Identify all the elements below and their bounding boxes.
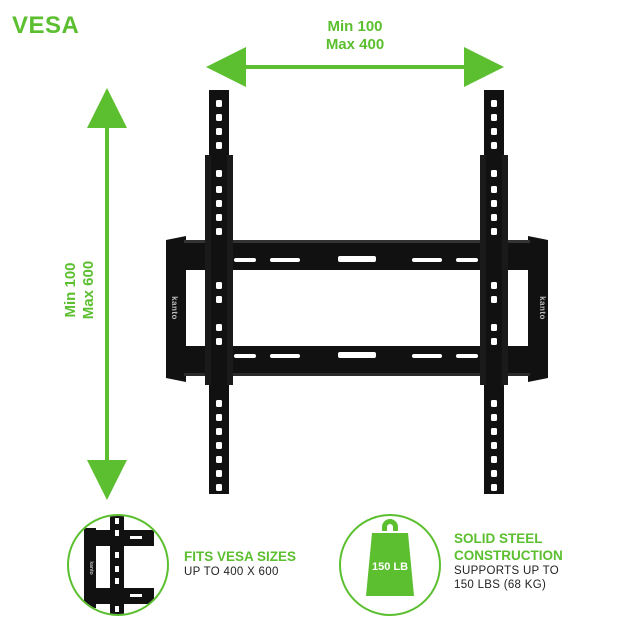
arm-hole	[216, 400, 222, 407]
feature-steel-construction: SOLID STEEL CONSTRUCTION SUPPORTS UP TO …	[454, 530, 563, 592]
arm-hole	[491, 484, 497, 491]
arm-hole	[216, 100, 222, 107]
arm-hole	[491, 200, 497, 207]
weight-badge-label: 150 LB	[372, 561, 408, 573]
arm-hole	[491, 170, 497, 177]
arm-hole	[491, 214, 497, 221]
arm-hole	[216, 200, 222, 207]
arm-hole	[491, 414, 497, 421]
arm-hole	[216, 428, 222, 435]
wall-plate-left-cap	[166, 236, 186, 382]
brand-logo-left: kanto	[170, 296, 179, 320]
arm-hole	[491, 324, 497, 331]
arm-hole	[216, 470, 222, 477]
feature-steel-subtitle-line1: SUPPORTS UP TO	[454, 565, 559, 577]
arm-hole	[216, 142, 222, 149]
wall-plate-right-cap	[528, 236, 548, 382]
arm-hole	[216, 442, 222, 449]
arm-hole	[491, 228, 497, 235]
arm-hole	[216, 484, 222, 491]
arm-hole	[491, 338, 497, 345]
feature-steel-title-line2: CONSTRUCTION	[454, 548, 563, 563]
weight-icon	[366, 519, 414, 596]
arm-hole	[491, 470, 497, 477]
feature-steel-title-line1: SOLID STEEL	[454, 531, 543, 546]
arm-hole	[216, 296, 222, 303]
left-mounting-arm	[205, 90, 233, 494]
wall-plate-top-rail	[184, 240, 530, 270]
arm-holes	[216, 100, 497, 491]
arm-hole	[491, 456, 497, 463]
arm-hole	[216, 170, 222, 177]
feature-vesa-sizes: FITS VESA SIZES UP TO 400 X 600	[184, 548, 296, 579]
closeup-brand-logo: kanto	[88, 561, 94, 574]
arm-hole	[491, 282, 497, 289]
arm-hole	[491, 114, 497, 121]
arm-hole	[216, 456, 222, 463]
right-mounting-arm	[480, 90, 508, 494]
arm-hole	[216, 324, 222, 331]
arm-hole	[216, 282, 222, 289]
arm-hole	[216, 186, 222, 193]
feature-steel-subtitle-line2: 150 LBS (68 KG)	[454, 579, 547, 591]
arm-hole	[491, 186, 497, 193]
arm-hole	[216, 414, 222, 421]
mount-closeup-icon: kanto	[84, 516, 154, 614]
arm-hole	[491, 142, 497, 149]
feature-vesa-subtitle: UP TO 400 X 600	[184, 566, 279, 578]
arm-hole	[491, 442, 497, 449]
page-title: VESA	[12, 12, 80, 39]
arm-hole	[216, 114, 222, 121]
arm-hole	[216, 214, 222, 221]
wall-plate-bottom-rail	[184, 346, 530, 376]
horizontal-min-label: Min 100	[327, 18, 383, 35]
arm-hole	[216, 228, 222, 235]
rail-slots	[234, 256, 478, 358]
arm-hole	[491, 400, 497, 407]
arm-hole	[216, 338, 222, 345]
arm-hole	[491, 100, 497, 107]
arm-hole	[491, 428, 497, 435]
feature-vesa-title: FITS VESA SIZES	[184, 549, 297, 564]
arm-hole	[491, 128, 497, 135]
arm-hole	[216, 128, 222, 135]
brand-logo-right: kanto	[538, 296, 547, 320]
arm-hole	[491, 296, 497, 303]
